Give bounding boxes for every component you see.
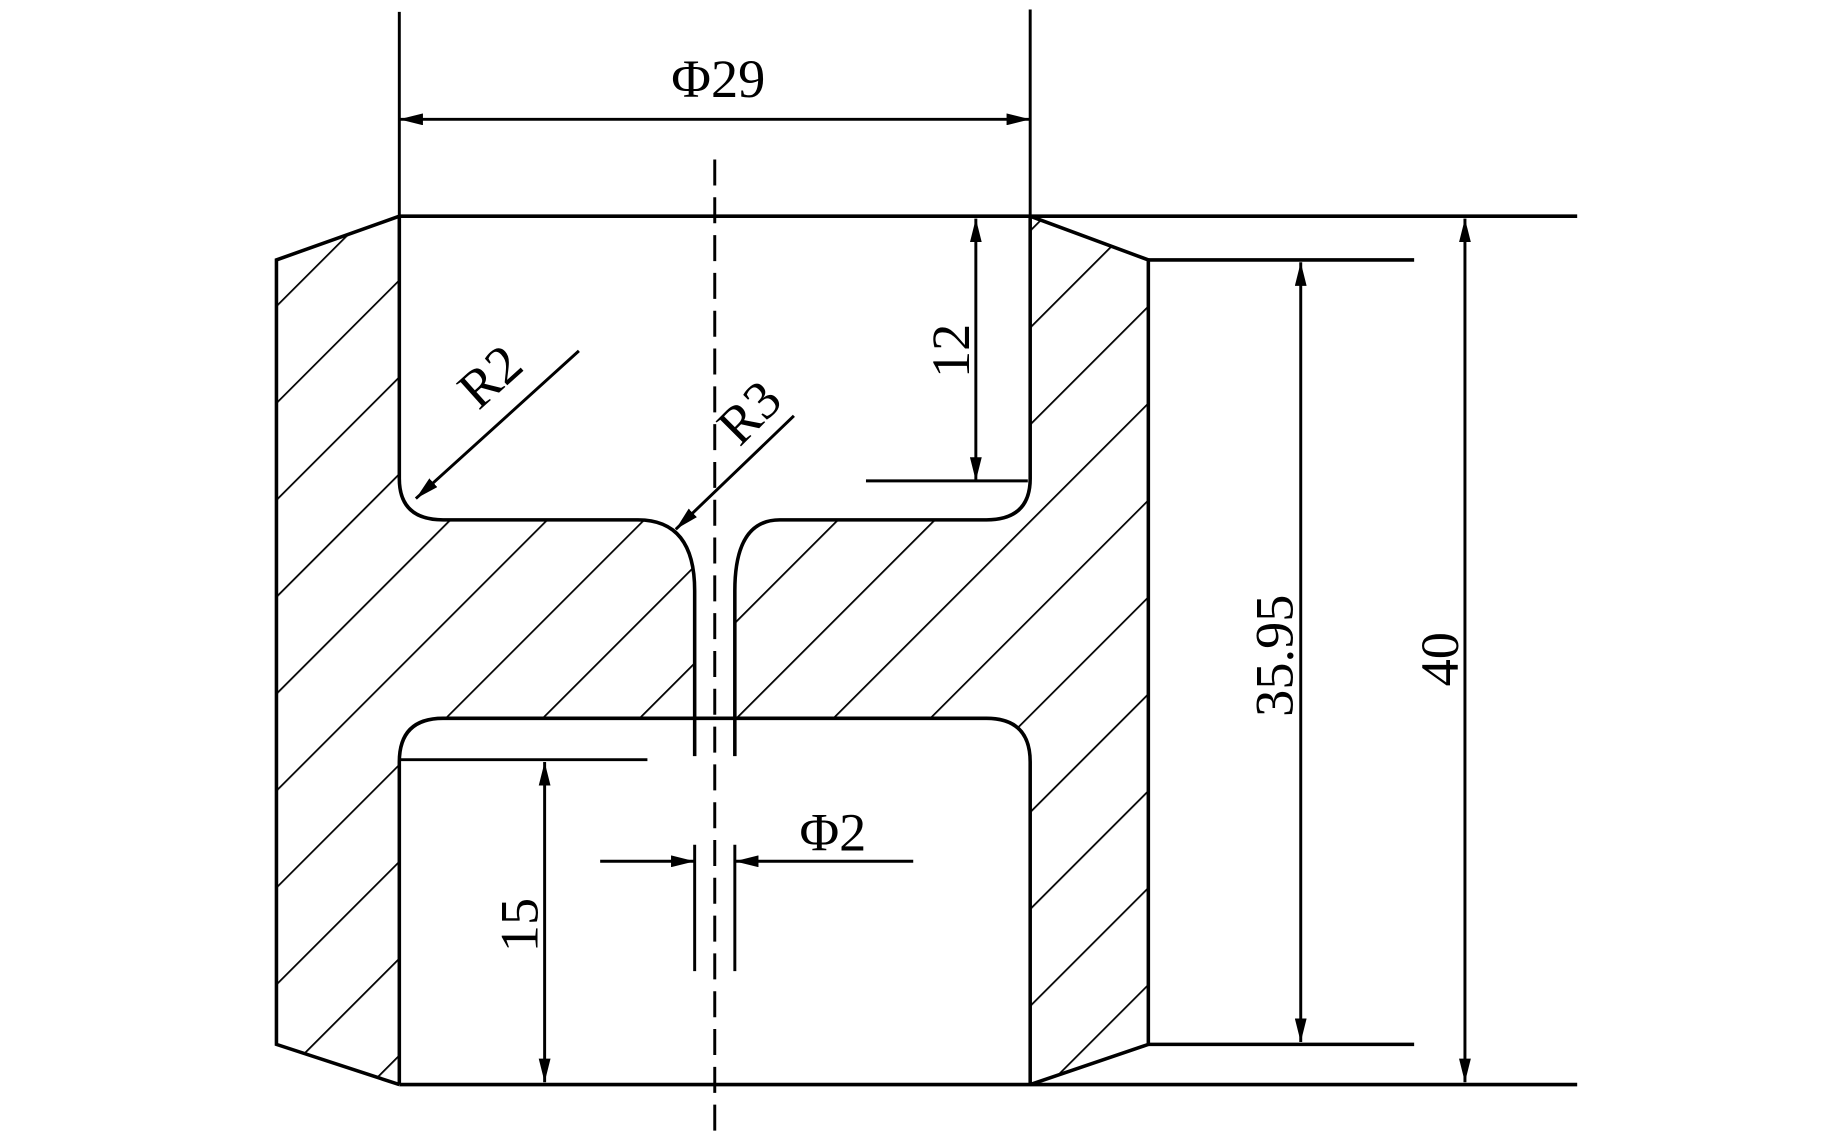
dim-label-r2: R2	[446, 333, 533, 420]
dim-inner-height: 35.95	[1244, 262, 1307, 1043]
dim-label-phi2: Φ2	[799, 803, 866, 863]
dim-upper-depth: 12	[865, 218, 1028, 483]
dim-label-phi29: Φ29	[671, 49, 765, 109]
dim-label-12: 12	[921, 324, 981, 378]
hatched-section	[276, 216, 1149, 1085]
dim-total-height: 40	[1410, 218, 1471, 1083]
dim-fillet-r2: R2	[414, 333, 580, 500]
dim-label-35-95: 35.95	[1244, 595, 1304, 717]
dim-fillet-r3: R3	[674, 369, 795, 531]
dim-outer-diameter: Φ29	[397, 9, 1032, 217]
part-outline	[274, 214, 1578, 1087]
dim-lower-depth: 15	[399, 758, 648, 1083]
dim-label-40: 40	[1410, 632, 1470, 686]
dim-hole-diameter: Φ2	[600, 803, 914, 972]
dim-label-r3: R3	[706, 369, 793, 456]
dim-label-15: 15	[490, 898, 550, 952]
